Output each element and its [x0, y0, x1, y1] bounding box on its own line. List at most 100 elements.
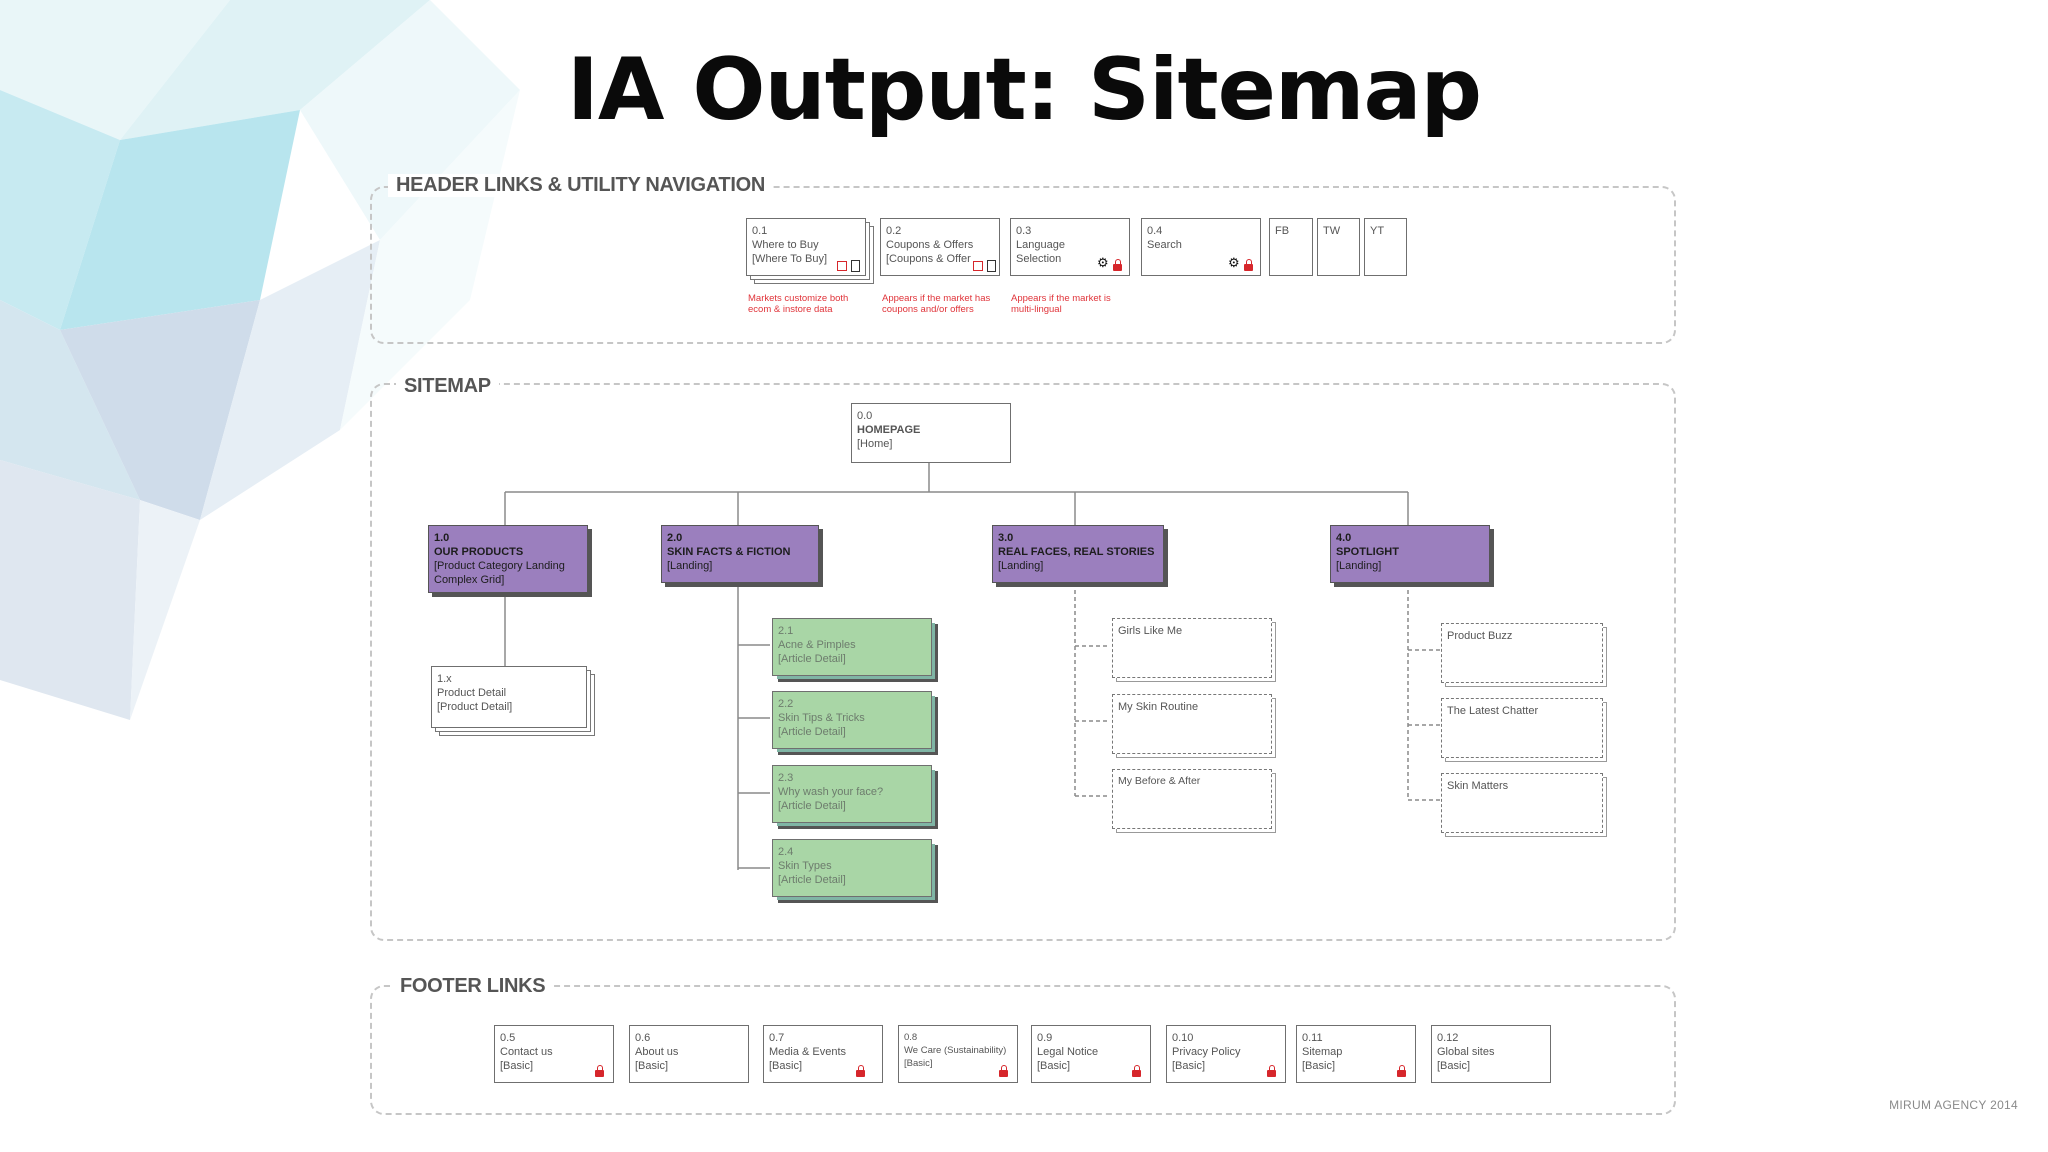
product-detail-node[interactable]: 1.x Product Detail [Product Detail] — [431, 666, 587, 728]
footer-item-we-care[interactable]: 0.8 We Care (Sustainability) [Basic] — [898, 1025, 1018, 1083]
header-item-language[interactable]: 0.3 Language Selection ⚙ — [1010, 218, 1130, 276]
external-link-icon — [837, 261, 847, 271]
section-spotlight[interactable]: 4.0 SPOTLIGHT [Landing] — [1330, 525, 1490, 583]
article-acne-pimples[interactable]: 2.1 Acne & Pimples [Article Detail] — [772, 618, 932, 676]
item-type: [Basic] — [635, 1060, 669, 1072]
header-item-facebook[interactable]: FB — [1269, 218, 1313, 276]
header-note-coupons: Appears if the market has coupons and/or… — [882, 293, 991, 315]
node-name: Acne & Pimples — [778, 639, 856, 651]
node-name: SPOTLIGHT — [1336, 546, 1399, 558]
item-number: 0.1 — [752, 225, 768, 237]
item-type: [Basic] — [500, 1060, 534, 1072]
spotlight-skin-matters[interactable]: Skin Matters — [1441, 773, 1603, 833]
node-name: My Before & After — [1118, 775, 1201, 787]
item-type: [Basic] — [769, 1060, 803, 1072]
footer-links-panel — [370, 985, 1676, 1115]
lock-icon — [1244, 259, 1253, 271]
node-name: The Latest Chatter — [1447, 705, 1539, 717]
header-item-where-to-buy[interactable]: 0.1 Where to Buy [Where To Buy] — [746, 218, 866, 276]
article-why-wash[interactable]: 2.3 Why wash your face? [Article Detail] — [772, 765, 932, 823]
article-skin-types[interactable]: 2.4 Skin Types [Article Detail] — [772, 839, 932, 897]
node-name: My Skin Routine — [1118, 701, 1199, 713]
spotlight-latest-chatter[interactable]: The Latest Chatter — [1441, 698, 1603, 758]
lock-icon — [1113, 259, 1122, 271]
item-type: [Basic] — [1037, 1060, 1071, 1072]
item-number: 0.5 — [500, 1032, 516, 1044]
item-number: 0.10 — [1172, 1032, 1194, 1044]
item-number: 0.9 — [1037, 1032, 1053, 1044]
gear-icon: ⚙ — [1097, 255, 1109, 270]
item-type: [Basic] — [904, 1058, 933, 1069]
node-number: 4.0 — [1336, 532, 1352, 544]
item-number: 0.12 — [1437, 1032, 1459, 1044]
footer-item-global-sites[interactable]: 0.12 Global sites [Basic] — [1431, 1025, 1551, 1083]
document-icon — [987, 260, 996, 272]
footer-item-privacy[interactable]: 0.10 Privacy Policy [Basic] — [1166, 1025, 1286, 1083]
item-type: [Basic] — [1302, 1060, 1336, 1072]
node-type: [Landing] — [998, 560, 1044, 572]
header-item-coupons[interactable]: 0.2 Coupons & Offers [Coupons & Offer — [880, 218, 1000, 276]
node-number: 2.4 — [778, 846, 794, 858]
node-number: 2.3 — [778, 772, 794, 784]
article-skin-tips[interactable]: 2.2 Skin Tips & Tricks [Article Detail] — [772, 691, 932, 749]
item-type: [Basic] — [1437, 1060, 1471, 1072]
item-number: 0.11 — [1302, 1032, 1323, 1044]
section-skin-facts[interactable]: 2.0 SKIN FACTS & FICTION [Landing] — [661, 525, 819, 583]
footer-item-media-events[interactable]: 0.7 Media & Events [Basic] — [763, 1025, 883, 1083]
document-icon — [851, 260, 860, 272]
item-name: Legal Notice — [1037, 1046, 1099, 1058]
item-type: [Coupons & Offer — [886, 253, 971, 265]
node-number: 1.x — [437, 673, 452, 685]
item-name: Search — [1147, 239, 1182, 251]
spotlight-product-buzz[interactable]: Product Buzz — [1441, 623, 1603, 683]
node-number: 3.0 — [998, 532, 1014, 544]
node-type: [Article Detail] — [778, 726, 846, 738]
node-name: Skin Tips & Tricks — [778, 712, 865, 724]
footer-item-about[interactable]: 0.6 About us [Basic] — [629, 1025, 749, 1083]
story-before-after[interactable]: My Before & After — [1112, 769, 1272, 829]
lock-icon — [856, 1065, 865, 1077]
header-note-where-to-buy: Markets customize both ecom & instore da… — [748, 293, 849, 315]
node-type: [Article Detail] — [778, 800, 846, 812]
section-real-faces[interactable]: 3.0 REAL FACES, REAL STORIES [Landing] — [992, 525, 1164, 583]
footer-item-contact[interactable]: 0.5 Contact us [Basic] — [494, 1025, 614, 1083]
node-type: [Home] — [857, 438, 893, 450]
node-name: OUR PRODUCTS — [434, 546, 524, 558]
lock-icon — [595, 1065, 604, 1077]
item-number: 0.2 — [886, 225, 902, 237]
header-item-twitter[interactable]: TW — [1317, 218, 1360, 276]
item-type: [Basic] — [1172, 1060, 1206, 1072]
header-item-search[interactable]: 0.4 Search ⚙ — [1141, 218, 1261, 276]
node-number: 2.1 — [778, 625, 794, 637]
story-my-skin-routine[interactable]: My Skin Routine — [1112, 694, 1272, 754]
item-name: Privacy Policy — [1172, 1046, 1241, 1058]
node-name: Why wash your face? — [778, 786, 884, 798]
header-links-panel — [370, 186, 1676, 344]
footer-item-legal[interactable]: 0.9 Legal Notice [Basic] — [1031, 1025, 1151, 1083]
item-name: Where to Buy — [752, 239, 819, 251]
story-girls-like-me[interactable]: Girls Like Me — [1112, 618, 1272, 678]
slide-title: IA Output: Sitemap — [566, 40, 1482, 140]
item-type: Selection — [1016, 253, 1062, 265]
item-name: YT — [1370, 225, 1385, 237]
item-name: Contact us — [500, 1046, 553, 1058]
homepage-node[interactable]: 0.0 HOMEPAGE [Home] — [851, 403, 1011, 463]
header-item-youtube[interactable]: YT — [1364, 218, 1407, 276]
node-type: [Article Detail] — [778, 653, 846, 665]
header-note-language: Appears if the market is multi-lingual — [1011, 293, 1111, 315]
node-number: 2.2 — [778, 698, 794, 710]
section-our-products[interactable]: 1.0 OUR PRODUCTS [Product Category Landi… — [428, 525, 588, 593]
item-number: 0.4 — [1147, 225, 1163, 237]
item-name: About us — [635, 1046, 679, 1058]
item-name: We Care (Sustainability) — [904, 1045, 1007, 1056]
agency-credit: MIRUM AGENCY 2014 — [1889, 1098, 2018, 1112]
node-type: [Product Detail] — [437, 701, 513, 713]
item-name: FB — [1275, 225, 1290, 237]
item-name: Language — [1016, 239, 1065, 251]
node-type: [Article Detail] — [778, 874, 846, 886]
node-name: Girls Like Me — [1118, 625, 1183, 637]
sitemap-panel — [370, 383, 1676, 941]
lock-icon — [1132, 1065, 1141, 1077]
item-name: TW — [1323, 225, 1341, 237]
footer-item-sitemap[interactable]: 0.11 Sitemap [Basic] — [1296, 1025, 1416, 1083]
